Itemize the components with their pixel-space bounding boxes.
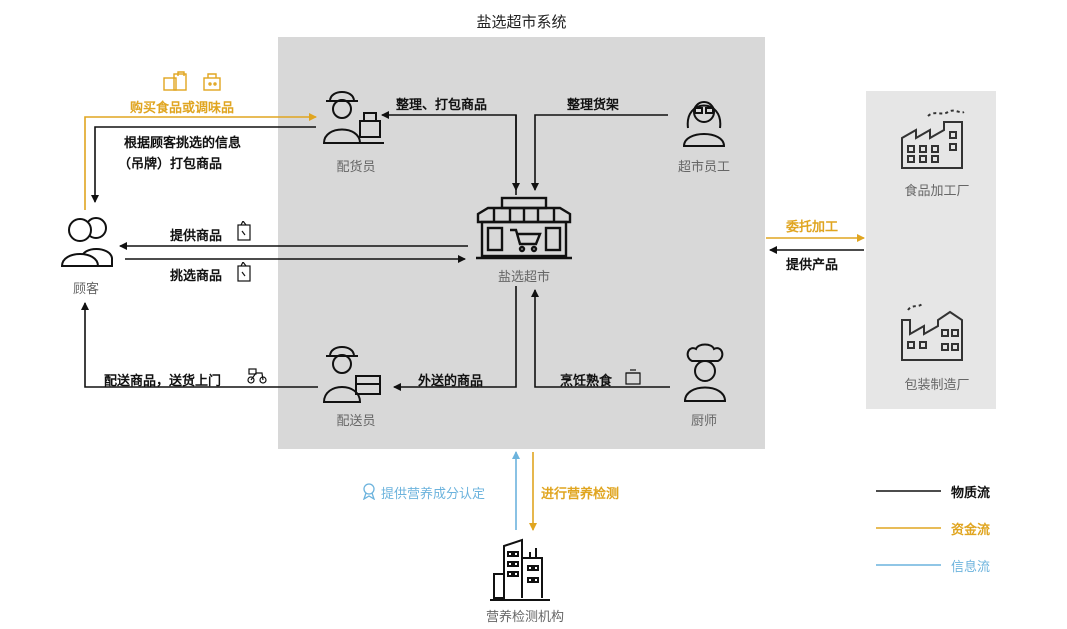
lab-label: 营养检测机构: [485, 610, 564, 625]
chef-icon: [683, 343, 727, 402]
delivery-scooter-icon: [247, 368, 267, 384]
edge-tidy-shelf: [531, 114, 668, 191]
edge-label-tidy-shelf: 整理货架: [567, 98, 620, 113]
courier-label: 配送员: [336, 414, 376, 429]
food-factory-icon: [901, 109, 965, 169]
edge-takeout: [393, 286, 517, 391]
food-factory-label: 食品加工厂: [904, 184, 970, 199]
edge-sort-pack: [381, 111, 517, 195]
edge-label-sort-pack: 整理、打包商品: [396, 98, 488, 113]
market-label: 盐选超市: [497, 270, 550, 285]
edge-label-cook: 烹饪熟食: [560, 374, 613, 389]
customer-label: 顾客: [72, 282, 99, 297]
edge-label-delivery: 配送商品，送货上门: [104, 374, 222, 389]
staff-icon: [682, 101, 726, 147]
edge-label-provide-goods: 提供商品: [170, 229, 223, 244]
legend-money: 资金流: [951, 523, 991, 538]
diagram-title: 盐选超市系统: [476, 13, 567, 31]
edge-label-nutrition-cert: 提供营养成分认定: [381, 487, 486, 502]
edge-label-takeout: 外送的商品: [418, 374, 484, 389]
edge-label-buy-food: 购买食品或调味品: [130, 101, 235, 116]
staff-label: 超市员工: [677, 160, 730, 175]
edge-pack-by-tag: [91, 126, 316, 203]
chef-label: 厨师: [690, 414, 717, 429]
customer-icon: [60, 217, 113, 267]
pack-factory-icon: [901, 303, 963, 361]
edge-delivery: [81, 302, 318, 388]
picker-icon: [322, 91, 384, 144]
edge-label-pack-by-tag-2: （吊牌）打包商品: [118, 157, 223, 172]
legend-material: 物质流: [951, 486, 991, 501]
edge-label-entrust: 委托加工: [786, 220, 839, 235]
lab-building-icon: [490, 538, 550, 601]
edge-label-choose-goods: 挑选商品: [170, 269, 223, 284]
courier-icon: [322, 346, 381, 403]
edge-cook: [531, 289, 670, 388]
market-icon: [476, 196, 572, 260]
goods-bag-icon: [237, 221, 251, 241]
edge-buy-food: [84, 113, 317, 210]
edge-label-nutrition-test: 进行营养检测: [541, 487, 620, 502]
pack-factory-label: 包装制造厂: [904, 378, 970, 393]
edge-label-supply: 提供产品: [786, 258, 839, 273]
food-box-icon: [625, 369, 641, 385]
certificate-badge-icon: [362, 483, 376, 500]
goods-bag-icon: [237, 262, 251, 282]
picker-label: 配货员: [336, 160, 376, 175]
shop-bag-icon: [163, 71, 221, 91]
legend-info: 信息流: [951, 560, 991, 575]
edge-label-pack-by-tag-1: 根据顾客挑选的信息: [124, 136, 242, 151]
factory-panel: [866, 91, 996, 409]
